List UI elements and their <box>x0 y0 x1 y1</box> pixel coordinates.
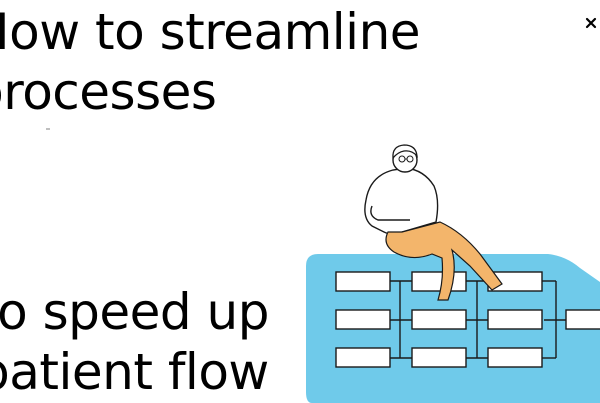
subtitle-line-2: patient flow <box>0 343 269 401</box>
flow-box <box>411 271 467 292</box>
slide-title: How to streamline processes <box>0 2 421 122</box>
flow-box <box>487 309 543 330</box>
flow-box <box>565 309 600 330</box>
flow-box <box>487 347 543 368</box>
flow-box <box>411 347 467 368</box>
person-sitting-icon <box>364 144 503 301</box>
close-icon[interactable] <box>582 14 600 38</box>
decorative-dash <box>46 128 50 130</box>
title-line-1: How to streamline <box>0 3 421 61</box>
flow-box <box>335 271 391 292</box>
flow-box <box>335 309 391 330</box>
flow-connectors <box>390 280 566 359</box>
title-line-2: processes <box>0 63 217 121</box>
flow-box <box>411 309 467 330</box>
flow-box <box>335 347 391 368</box>
subtitle-line-1: to speed up <box>0 283 269 341</box>
slide-subtitle: to speed up patient flow <box>0 282 269 402</box>
